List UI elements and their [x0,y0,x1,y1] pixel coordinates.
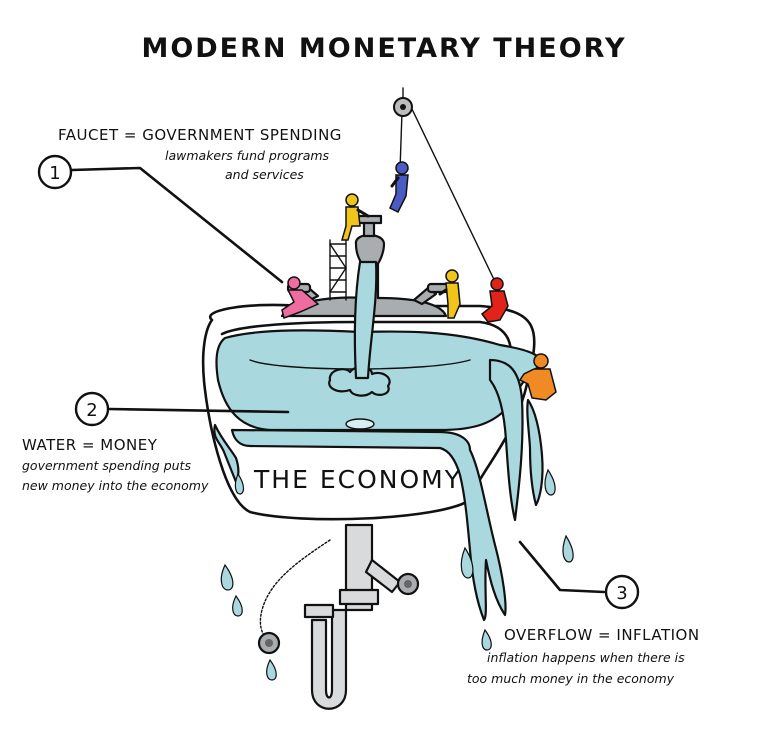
pulley-rope [393,87,501,293]
callout-3-line-2: too much money in the economy [467,671,675,686]
water-stream [353,260,378,380]
scaffold-ladder [329,239,347,301]
callout-3-heading: OVERFLOW = INFLATION [504,626,700,644]
overflow-water [213,358,544,622]
callout-1-line-1: lawmakers fund programs [165,148,330,163]
callout-1: 1 FAUCET = GOVERNMENT SPENDING lawmakers… [37,126,342,284]
figure-red-pulling [480,277,509,323]
callout-2-number: 2 [86,400,97,421]
callout-1-heading: FAUCET = GOVERNMENT SPENDING [58,126,342,144]
figure-blue-climbing [389,161,409,214]
callout-2-heading: WATER = MONEY [22,436,158,454]
callout-1-line-2: and services [225,167,304,182]
callout-1-number: 1 [49,163,60,184]
water-drops [220,468,574,681]
water-basin [215,329,543,432]
callout-2: 2 WATER = MONEY government spending puts… [22,391,290,493]
callout-2-line-2: new money into the economy [22,478,209,493]
callout-3-number: 3 [616,583,627,604]
sink-label: THE ECONOMY [253,465,462,494]
callout-2-line-1: government spending puts [22,458,191,473]
diagram-title: MODERN MONETARY THEORY [141,33,626,64]
figure-yellow-top [341,193,370,241]
callout-3-line-1: inflation happens when there is [487,650,685,665]
callout-3: 3 OVERFLOW = INFLATION inflation happens… [467,540,700,686]
figure-pink [281,276,320,319]
figure-orange-sitting [518,353,557,401]
figure-yellow-handle [438,269,461,319]
drain-plumbing [257,523,420,710]
